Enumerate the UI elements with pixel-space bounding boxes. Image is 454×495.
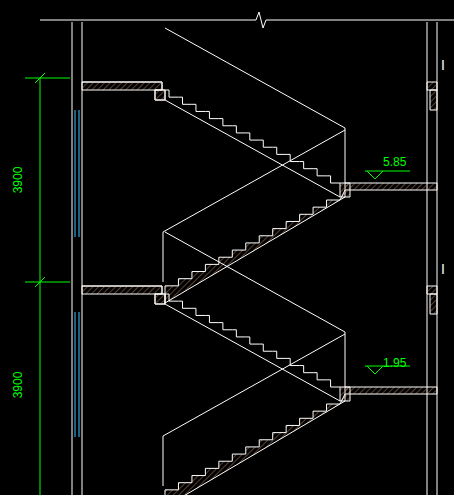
dimension-text: 3900 <box>12 372 24 399</box>
flight-outline <box>163 334 345 486</box>
stair-steps <box>165 294 340 387</box>
flight-outline <box>165 232 345 387</box>
stair-slab <box>165 304 340 401</box>
landing-slab <box>345 183 437 190</box>
stair-cut <box>165 394 345 495</box>
window <box>75 110 76 237</box>
flight-outline <box>163 130 345 282</box>
wall-beam <box>430 294 437 314</box>
level-mark <box>367 171 383 179</box>
dim-line <box>40 78 41 495</box>
landing-slab <box>82 286 162 294</box>
beam <box>155 90 165 100</box>
stair-steps <box>165 90 340 183</box>
dim-ext <box>25 78 70 79</box>
level-text: 1.95 <box>383 357 406 369</box>
line <box>427 22 428 495</box>
line <box>82 22 83 495</box>
break-line <box>40 12 454 28</box>
wall-slab <box>427 82 437 90</box>
level-text: 5.85 <box>383 156 406 168</box>
window <box>75 312 76 437</box>
slab <box>82 286 165 304</box>
dim-tick <box>35 73 45 83</box>
level-line <box>365 171 410 172</box>
level-mark <box>367 366 383 374</box>
landing-slab <box>82 82 162 90</box>
stair-slab <box>165 100 340 197</box>
dim-ext <box>25 282 70 283</box>
flight-outline <box>165 28 345 183</box>
landing-slab <box>345 387 437 394</box>
section-mark: I <box>441 262 445 276</box>
dim-tick <box>35 277 45 287</box>
window <box>79 110 80 237</box>
window <box>79 312 80 437</box>
line <box>72 22 73 495</box>
wall-slab <box>427 286 437 294</box>
dimension-text: 3900 <box>12 167 24 194</box>
slab <box>82 82 165 100</box>
wall-beam <box>430 90 437 110</box>
beam <box>155 294 165 304</box>
section-mark: I <box>441 58 445 72</box>
